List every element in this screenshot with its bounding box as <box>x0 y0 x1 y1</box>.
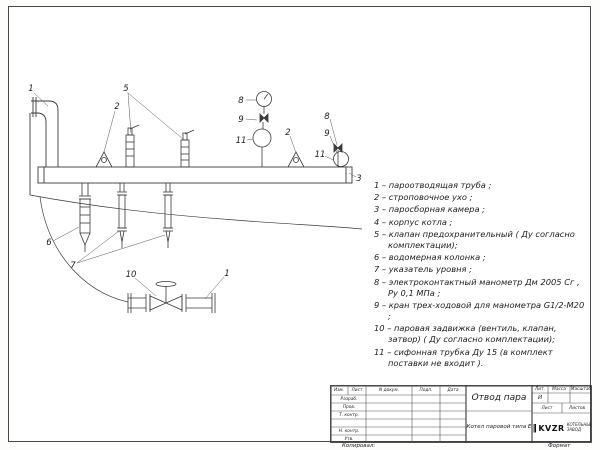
tb-col-podp: Подп. <box>419 387 433 393</box>
tb-mass-label: Масса <box>552 386 566 392</box>
tb-col-list: Лист <box>351 387 363 393</box>
company-logo: KVZR КОТЕЛЬНЫЙ ЗАВОД <box>533 423 591 433</box>
legend-item: 1 – пароотводящая труба ; <box>374 180 492 190</box>
legend-item: 5 – клапан предохранительный ( Ду соглас… <box>374 228 575 250</box>
footer-copied: Копировал: <box>342 443 376 449</box>
callout-label: 11 <box>236 136 247 146</box>
tb-row-razrab: Разраб. <box>340 396 358 402</box>
tb-row-prov: Пров. <box>342 404 356 410</box>
steam-drum <box>37 166 353 184</box>
company-name-line1: КОТЕЛЬНЫЙ <box>566 422 591 428</box>
tb-col-ndoc: N докум. <box>379 387 399 393</box>
company-name: КОТЕЛЬНЫЙ ЗАВОД <box>567 423 591 432</box>
steam-outlet-pipe <box>29 97 59 195</box>
parts-legend: 1 – пароотводящая труба ; 2 – строповочн… <box>374 180 588 370</box>
callout-label: 2 <box>285 128 290 138</box>
legend-item: 3 – паросборная камера ; <box>374 204 485 215</box>
callout-label: 9 <box>238 115 243 125</box>
callout-labels: 1 5 2 8 9 11 2 8 9 11 3 6 7 10 1 <box>28 84 361 280</box>
legend-item: 2 – строповочное ухо ; <box>374 192 473 203</box>
tb-product-name: Котел паровой типа Е <box>466 424 532 430</box>
callout-leaders <box>33 92 357 300</box>
callout-label: 7 <box>70 261 76 271</box>
callout-label: 11 <box>315 150 326 160</box>
tb-col-izm: Изм. <box>333 387 345 393</box>
safety-valves <box>125 124 195 168</box>
legend-item: 11 – сифонная трубка Ду 15 (в комплект п… <box>374 346 553 368</box>
callout-label: 1 <box>224 269 229 279</box>
tb-row-nkontr: Н. контр. <box>338 428 360 434</box>
logo-text: KVZR <box>538 423 565 433</box>
footer-format: Формат <box>548 443 571 449</box>
tb-lit-value: И <box>537 395 543 401</box>
tb-doc-title: Отвод пара <box>471 393 527 403</box>
legend-item: 8 – электроконтактный манометр Дм 2005 С… <box>374 276 580 298</box>
tb-row-tkontr: Т. контр. <box>339 412 359 418</box>
sheet-frame <box>8 6 591 442</box>
water-gauge-column <box>79 183 91 252</box>
lifting-lugs <box>95 151 305 168</box>
title-block-grid <box>330 385 592 443</box>
legend-item: 7 – указатель уровня ; <box>374 264 472 275</box>
callout-label: 5 <box>123 84 128 94</box>
legend-item: 6 – водомерная колонка ; <box>374 252 486 263</box>
callout-label: 1 <box>28 84 33 94</box>
callout-label: 9 <box>324 129 329 139</box>
tb-row-utv: Утв. <box>344 436 354 442</box>
title-block: Изм. Лист N докум. Подп. Дата Разраб. Пр… <box>330 385 592 443</box>
pressure-gauge-assembly <box>252 91 272 167</box>
callout-label: 2 <box>114 102 119 112</box>
company-name-line2: ЗАВОД <box>566 427 582 432</box>
callout-label: 8 <box>238 96 244 106</box>
tb-sheets-label: Листов <box>568 405 586 411</box>
tb-sheet-label: Лист <box>541 405 553 411</box>
tb-scale-label: Масштаб <box>570 386 592 392</box>
tb-lit-label: Лит. <box>535 386 545 392</box>
callout-label: 3 <box>356 174 361 184</box>
right-gauge-assembly <box>333 143 349 167</box>
legend-item: 10 – паровая задвижка (вентиль, клапан, … <box>374 323 557 345</box>
logo-bars-icon <box>533 423 537 433</box>
level-indicators <box>117 183 173 248</box>
callout-label: 10 <box>126 270 137 280</box>
callout-label: 8 <box>324 112 330 122</box>
steam-valve <box>127 281 216 313</box>
legend-item: 4 – корпус котла ; <box>374 216 453 227</box>
boiler-shell-outline <box>29 194 363 303</box>
tb-col-data: Дата <box>447 387 459 393</box>
legend-item: 9 – кран трех-ходовой для манометра G1/2… <box>374 299 585 322</box>
callout-label: 6 <box>46 238 52 248</box>
